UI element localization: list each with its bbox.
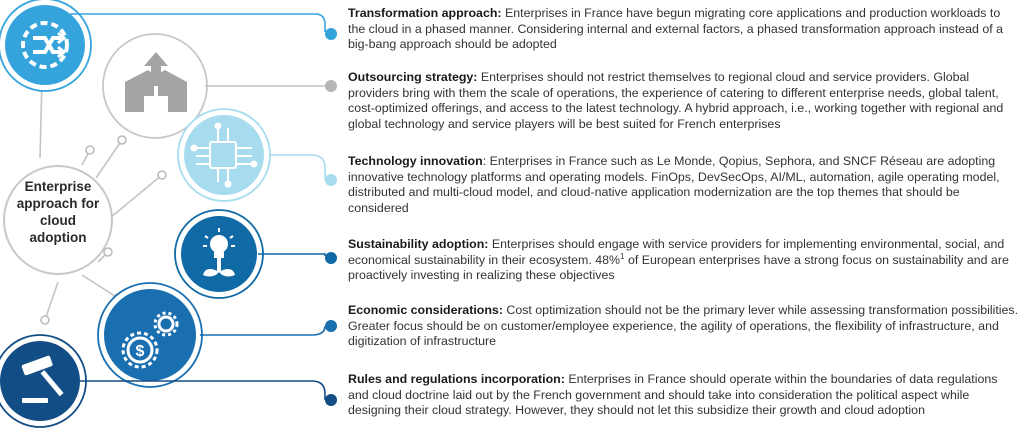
item-transformation-approach: Transformation approach: Enterprises in … xyxy=(348,6,1020,53)
item-text-before: Enterprises should engage with service p… xyxy=(348,237,1005,267)
item-title: Sustainability adoption: xyxy=(348,237,489,251)
outsourcing-box-icon xyxy=(125,52,187,112)
item-title: Transformation approach: xyxy=(348,6,502,20)
sustainability-icon-circle xyxy=(174,209,264,299)
footnote-marker: 1 xyxy=(620,251,625,261)
lightbulb-plant-icon xyxy=(203,228,235,277)
item-text-after: of European enterprises have a strong fo… xyxy=(348,252,1009,283)
item-title: Rules and regulations incorporation: xyxy=(348,372,565,386)
item-text: Enterprises should not restrict themselv… xyxy=(348,70,1004,131)
outsourcing-icon-circle xyxy=(102,33,208,139)
right-connectors xyxy=(70,13,326,400)
item-text: : Enterprises in France such as Le Monde… xyxy=(348,154,1000,215)
item-title: Economic considerations: xyxy=(348,303,503,317)
rules-icon-circle xyxy=(0,334,87,428)
item-title: Outsourcing strategy: xyxy=(348,70,478,84)
item-economic-considerations: Economic considerations: Cost optimizati… xyxy=(348,303,1020,350)
cloud-migration-gear-icon xyxy=(21,21,69,69)
item-sustainability-adoption: Sustainability adoption: Enterprises sho… xyxy=(348,237,1020,284)
center-connectors xyxy=(39,79,163,321)
center-label: Enterprise approach for cloud adoption xyxy=(16,179,100,245)
item-text: Enterprises in France have begun migrati… xyxy=(348,6,1004,52)
terminal-dots xyxy=(325,28,337,406)
item-rules-and-regulations: Rules and regulations incorporation: Ent… xyxy=(348,372,1020,419)
item-outsourcing-strategy: Outsourcing strategy: Enterprises should… xyxy=(348,70,1020,132)
item-text: Enterprises in France should operate wit… xyxy=(348,372,998,418)
transformation-icon-circle xyxy=(0,0,92,92)
item-technology-innovation: Technology innovation: Enterprises in Fr… xyxy=(348,154,1020,216)
dollar-gears-icon xyxy=(121,311,179,369)
circuit-board-icon xyxy=(190,122,258,188)
economic-icon-circle: $ xyxy=(97,282,203,388)
item-title: Technology innovation xyxy=(348,154,483,168)
center-circle xyxy=(3,165,113,275)
gavel-icon xyxy=(21,355,64,403)
dollar-symbol: $ xyxy=(136,343,145,360)
technology-icon-circle xyxy=(177,108,271,202)
item-text: Cost optimization should not be the prim… xyxy=(348,303,1019,349)
